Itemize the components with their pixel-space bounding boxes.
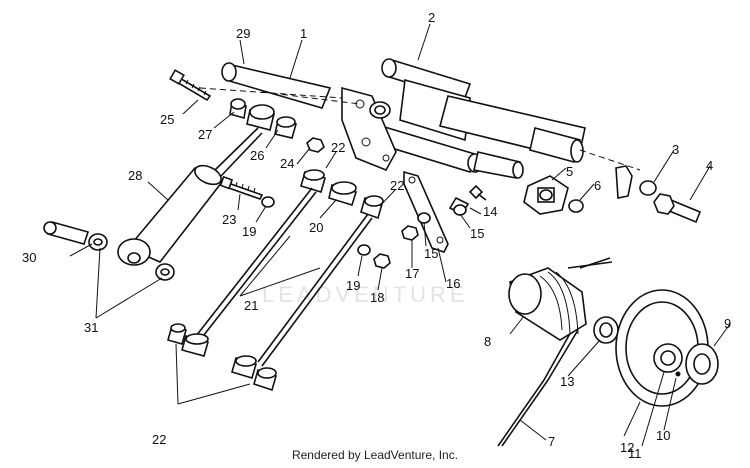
callout-19-left: 19 [242, 224, 256, 239]
callout-10: 10 [656, 428, 670, 443]
callout-4: 4 [706, 158, 713, 173]
callout-13: 13 [560, 374, 574, 389]
watermark-text: LEADVENTURE [262, 282, 469, 307]
callout-17: 17 [405, 266, 419, 281]
callout-9: 9 [724, 316, 731, 331]
callout-22-upper: 22 [331, 140, 345, 155]
callout-7: 7 [548, 434, 555, 449]
callout-23: 23 [222, 212, 236, 227]
callout-15-left: 15 [424, 246, 438, 261]
callout-3: 3 [672, 142, 679, 157]
callout-1: 1 [300, 26, 307, 41]
shock-absorber [43, 127, 263, 281]
callout-29: 29 [236, 26, 250, 41]
callout-5: 5 [566, 164, 573, 179]
callout-28: 28 [128, 168, 142, 183]
callout-18: 18 [370, 290, 384, 305]
callout-31: 31 [84, 320, 98, 335]
idler-wheel-assembly [497, 257, 719, 447]
mounting-hardware-lower [167, 169, 384, 392]
callout-15-right: 15 [470, 226, 484, 241]
callout-30: 30 [22, 250, 36, 265]
callout-20: 20 [309, 220, 323, 235]
callout-2: 2 [428, 10, 435, 25]
callout-24: 24 [280, 156, 294, 171]
callout-22-lower: 22 [152, 432, 166, 447]
callout-27: 27 [198, 127, 212, 142]
callout-25: 25 [160, 112, 174, 127]
right-side-hardware [523, 165, 702, 224]
mounting-hardware-upper [169, 69, 325, 153]
callout-12: 12 [620, 440, 634, 455]
callout-8: 8 [484, 334, 491, 349]
callout-21: 21 [244, 298, 258, 313]
rear-arm-assembly [199, 58, 641, 179]
callout-14: 14 [483, 204, 497, 219]
callout-26: 26 [250, 148, 264, 163]
footer-credit: Rendered by LeadVenture, Inc. [291, 448, 459, 462]
callout-labels: 29 1 2 25 27 26 24 22 28 23 19 20 22 30 … [22, 10, 731, 461]
bracket-and-fasteners [357, 170, 487, 269]
callout-19-right: 19 [346, 278, 360, 293]
leader-lines [69, 23, 731, 447]
callout-6: 6 [594, 178, 601, 193]
callout-16: 16 [446, 276, 460, 291]
callout-11: 11 [628, 446, 642, 461]
callout-22-middle: 22 [390, 178, 404, 193]
